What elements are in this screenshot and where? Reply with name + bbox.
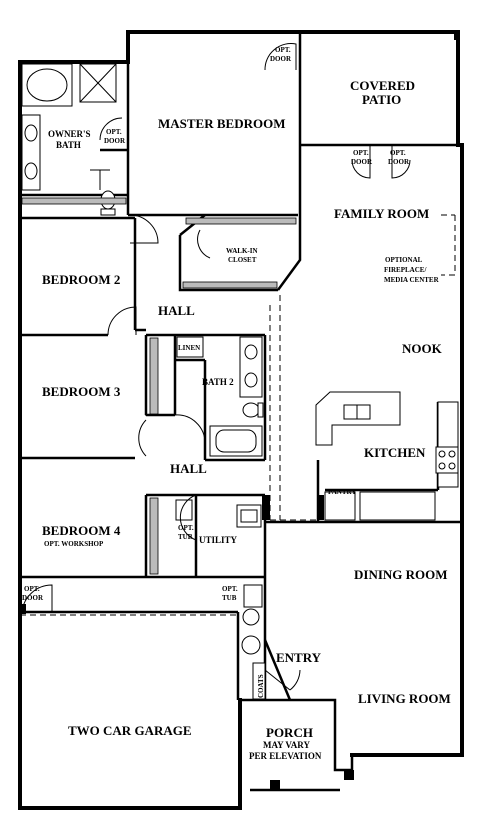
closet-shelf [149, 497, 159, 575]
room-labels: MASTER BEDROOM COVERED PATIO OWNER'S BAT… [22, 46, 451, 761]
porch-label-1: PORCH [266, 725, 313, 740]
linen-label: LINEN [178, 344, 200, 352]
opt-door-bath-label-2: DOOR [104, 137, 126, 145]
family-room-label: FAMILY ROOM [334, 206, 429, 221]
bath-2-label: BATH 2 [202, 377, 234, 387]
porch-label-3: PER ELEVATION [249, 751, 322, 761]
door-swing-icon [264, 669, 291, 691]
pantry-icon [324, 491, 356, 521]
tub-basin-icon [26, 68, 68, 102]
hall-upper-label: HALL [158, 303, 195, 318]
door-swing-icon [21, 584, 53, 613]
owners-bath-label-1: OWNER'S [48, 129, 91, 139]
door-swing-icon [351, 145, 371, 179]
walkin-closet-label-1: WALK-IN [226, 247, 258, 255]
door-swing-icon [289, 669, 301, 691]
door-swing-icon [107, 306, 137, 336]
master-bedroom-label: MASTER BEDROOM [158, 116, 285, 131]
kitchen-label: KITCHEN [364, 445, 426, 460]
sink-icon [244, 344, 258, 360]
bedroom-2-label: BEDROOM 2 [42, 272, 120, 287]
door-swing-icon [391, 145, 411, 179]
dining-room-label: DINING ROOM [354, 567, 448, 582]
coats-label: COATS [257, 674, 265, 698]
owners-bath-label-2: BATH [56, 140, 81, 150]
fireplace-label-3: MEDIA CENTER [384, 276, 440, 284]
opt-door-bath-label-1: OPT. [106, 128, 122, 136]
sink-icon [24, 162, 38, 180]
water-heater-icon [241, 635, 261, 655]
fireplace-label-2: FIREPLACE/ [384, 266, 427, 274]
fixtures [21, 63, 459, 700]
kitchen-counter [437, 401, 459, 488]
dashed-lines [20, 214, 456, 616]
sink-icon [24, 124, 38, 142]
coats-closet-icon [252, 662, 266, 700]
door-swing-icon [264, 43, 297, 71]
opt-door-patio-label-a1: OPT. [353, 149, 369, 157]
door-swing-icon [174, 414, 206, 444]
toilet-icon [242, 402, 260, 418]
walkin-closet-label-2: CLOSET [228, 256, 257, 264]
closet-shelf [185, 217, 297, 225]
garage-label: TWO CAR GARAGE [68, 723, 192, 738]
closet-shelf [21, 197, 127, 205]
opt-door-patio-label-a2: DOOR [351, 158, 373, 166]
opt-tub-b-label-2: TUB [222, 594, 237, 602]
bedroom-3-label: BEDROOM 3 [42, 384, 121, 399]
opt-tub-a-label-1: OPT. [178, 524, 194, 532]
entry-label: ENTRY [276, 650, 322, 665]
doors [21, 43, 411, 691]
opt-door-patio-label-b1: OPT. [390, 149, 406, 157]
door-swing-icon [197, 229, 211, 259]
porch-label-2: MAY VARY [263, 740, 310, 750]
living-room-label: LIVING ROOM [358, 691, 451, 706]
nook-label: NOOK [402, 341, 443, 356]
bedroom-4-sublabel: OPT. WORKSHOP [44, 540, 104, 548]
covered-patio-label-1: COVERED [350, 78, 415, 93]
covered-patio-label-2: PATIO [362, 92, 401, 107]
door-swing-icon [179, 494, 197, 541]
opt-door-patio-label-b2: DOOR [388, 158, 410, 166]
opt-tub-a-label-2: TUB [178, 533, 193, 541]
fireplace-label-1: OPTIONAL [385, 256, 423, 264]
utility-tub-icon [243, 584, 263, 608]
closet-shelf [149, 337, 159, 415]
opt-door-garage-label-2: DOOR [22, 594, 44, 602]
sink-icon [244, 372, 258, 388]
stove-icon [435, 446, 459, 474]
pantry-label: PANTRY [328, 488, 356, 496]
hall-lower-label: HALL [170, 461, 207, 476]
opt-door-master-label-2: DOOR [270, 55, 292, 63]
door-swing-icon [129, 214, 159, 244]
utility-label: UTILITY [199, 535, 238, 545]
door-swing-icon [138, 419, 147, 457]
opt-door-garage-label-1: OPT. [24, 585, 40, 593]
opt-tub-b-label-1: OPT. [222, 585, 238, 593]
closet-shelf [182, 281, 278, 289]
opt-door-master-label-1: OPT. [275, 46, 291, 54]
linen-closet-icon [176, 336, 204, 358]
bedroom-4-label: BEDROOM 4 [42, 523, 121, 538]
utility-tub-icon [175, 499, 193, 521]
door-swing-icon [99, 117, 123, 141]
